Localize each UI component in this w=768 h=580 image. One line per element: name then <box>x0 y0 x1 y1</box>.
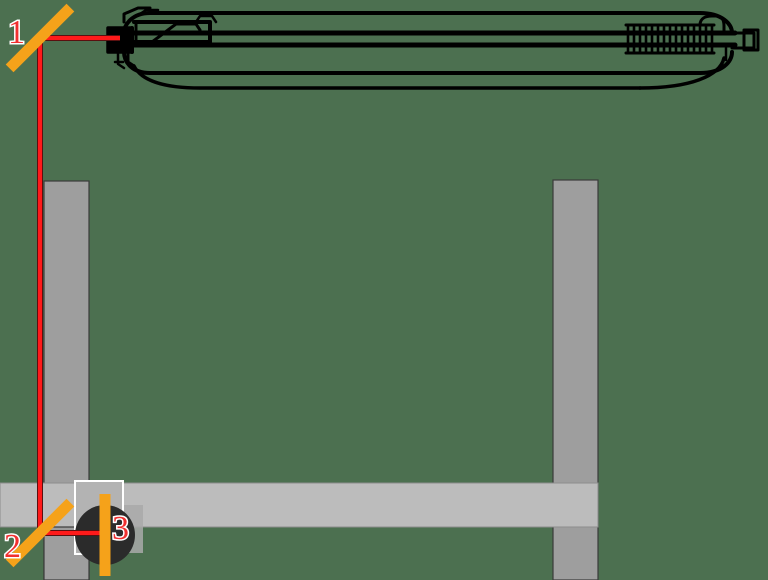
mirror-2[interactable] <box>5 498 75 568</box>
label-mirror-3: 3 <box>111 510 131 547</box>
label-mirror-2: 2 <box>3 528 23 565</box>
label-mirror-1: 1 <box>7 14 27 51</box>
label-mirror-1-text: 1 <box>7 14 27 51</box>
label-mirror-2-text: 2 <box>3 528 23 565</box>
mirror-3[interactable] <box>99 494 111 576</box>
mirror-1[interactable] <box>5 3 75 73</box>
label-mirror-3-text: 3 <box>111 510 131 547</box>
beam-segments <box>38 36 120 535</box>
